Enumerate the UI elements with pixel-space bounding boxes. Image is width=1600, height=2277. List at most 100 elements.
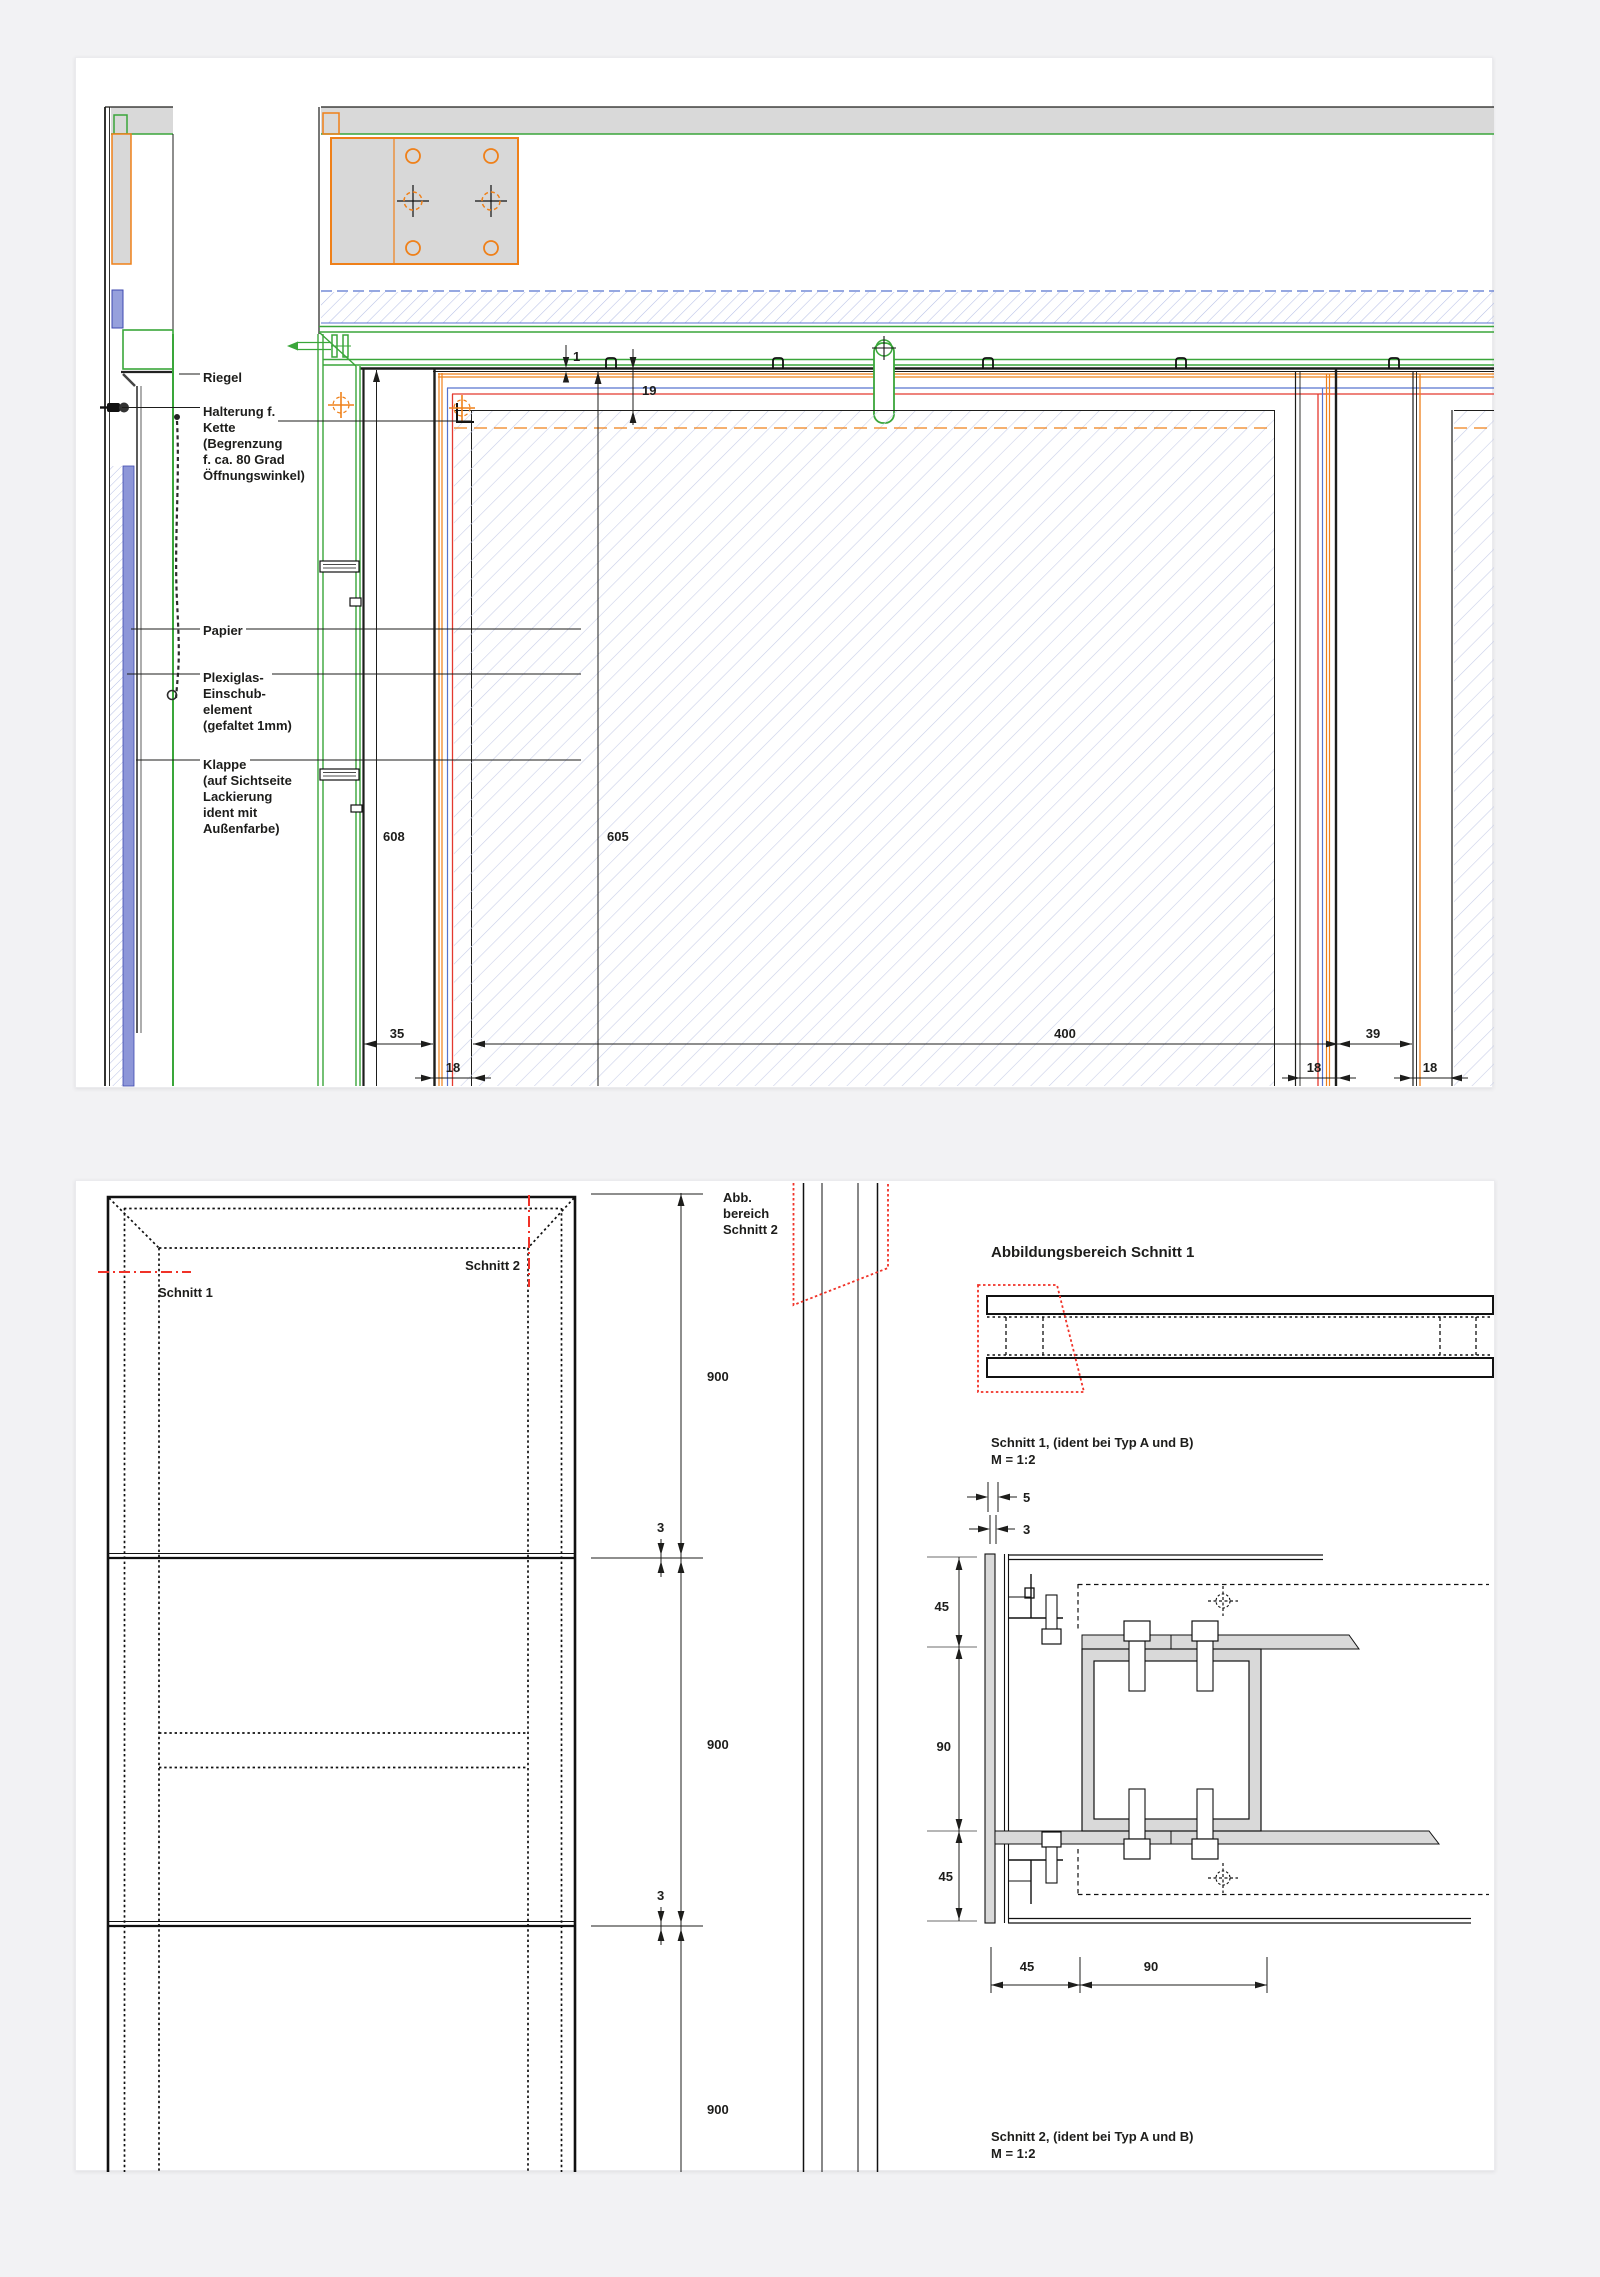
label-riegel: Riegel	[203, 370, 242, 385]
dim-90-bottom-chain: 90	[1144, 1959, 1158, 1974]
plate-hole	[405, 240, 421, 256]
label-klappe-5: Außenfarbe)	[203, 821, 280, 836]
left-wall-section	[100, 106, 180, 1087]
mullion-clips	[319, 560, 363, 813]
schnitt2-strip: Abb. bereich Schnitt 2	[723, 1183, 889, 2172]
schnitt1-area-outline	[977, 1284, 1086, 1393]
plexiglas-sheet	[122, 465, 135, 1087]
dim-3-cover: 3	[1023, 1522, 1030, 1537]
label-abbildungsbereich: Abbildungsbereich Schnitt 1	[991, 1244, 1194, 1261]
poster-area	[328, 392, 1274, 1086]
ceiling-gray-band-left	[111, 107, 173, 134]
chain-bracket	[456, 403, 474, 423]
elevation-dotted-frame	[108, 1197, 575, 2172]
flap-core-hatch	[110, 466, 123, 1086]
bolts	[1041, 1594, 1219, 1884]
label-halterung-2: Kette	[203, 420, 236, 435]
schnitt1-detail: 45 90 45	[927, 1553, 1489, 1993]
dim-45-bottom-chain: 45	[1020, 1959, 1034, 1974]
label-klappe-1: Klappe	[203, 757, 246, 772]
frame-left-member	[433, 368, 472, 1086]
label-schnitt2-scale: M = 1:2	[991, 2146, 1035, 2161]
gray-rail-bottom	[994, 1830, 1441, 1845]
label-halterung-5: Öffnungswinkel)	[203, 468, 305, 483]
plate-crosshair	[397, 185, 429, 217]
dim-18-mid: 18	[1307, 1060, 1321, 1075]
dim-35: 35	[390, 1026, 404, 1041]
ceiling-structure	[318, 106, 1494, 367]
dotted-crosshair	[1208, 1863, 1238, 1893]
insulation-band	[321, 290, 1494, 324]
label-halterung-3: (Begrenzung	[203, 436, 283, 451]
dim-19: 19	[642, 383, 656, 398]
outer-cover-profile	[984, 1553, 996, 1924]
label-plexiglas-1: Plexiglas-	[203, 670, 264, 685]
mullion-fastener-green	[287, 334, 351, 358]
label-klappe-4: ident mit	[203, 805, 258, 820]
chain	[174, 420, 180, 699]
dim-900-3: 900	[707, 2102, 729, 2117]
second-module	[1412, 371, 1494, 1086]
dashed-reference	[1077, 1583, 1489, 1896]
dimension-chain-vertical: 900 3 900 3 900	[591, 1193, 729, 2172]
dim-608: 608	[383, 829, 405, 844]
green-mitre-diagonal	[319, 332, 357, 367]
annotations: Riegel Halterung f. Kette (Begrenzung f.…	[122, 370, 581, 836]
dimensions-top: 1 19 608 605 35 400 39 18	[364, 345, 1468, 1086]
detail-bottom-dims: 45 90	[990, 1947, 1268, 1993]
panel-top-section-drawing: Riegel Halterung f. Kette (Begrenzung f.…	[75, 57, 1494, 1088]
hinge-green-box	[122, 329, 174, 370]
dim-45-top: 45	[935, 1599, 949, 1614]
label-klappe-3: Lackierung	[203, 789, 272, 804]
plan-bottom-bar	[986, 1357, 1494, 1378]
dim-5: 5	[1023, 1490, 1030, 1505]
label-plexiglas-4: (gefaltet 1mm)	[203, 718, 292, 733]
plan-strip: Abbildungsbereich Schnitt 1	[977, 1244, 1494, 1393]
label-plexiglas-2: Einschub-	[203, 686, 266, 701]
dim-3-1: 3	[657, 1520, 664, 1535]
dim-3-2: 3	[657, 1888, 664, 1903]
label-plexiglas-3: element	[203, 702, 253, 717]
label-schnitt1-scale: M = 1:2	[991, 1452, 1035, 1467]
top-drawing: Riegel Halterung f. Kette (Begrenzung f.…	[100, 106, 1494, 1087]
plate-crosshair	[475, 185, 507, 217]
schnitt2-area-outline	[792, 1183, 889, 1307]
label-abb-2: bereich	[723, 1206, 769, 1221]
schnitt1-caption: Schnitt 1, (ident bei Typ A und B) M = 1…	[967, 1435, 1193, 1544]
plate-hole	[405, 148, 421, 164]
dotted-crosshair	[1208, 1586, 1238, 1616]
frame-right-member	[1274, 368, 1338, 1086]
mullion-left	[287, 334, 365, 1086]
dim-900-1: 900	[707, 1369, 729, 1384]
bottom-drawing: Schnitt 1 Schnitt 2 900 3 900 3 900 Abb.…	[98, 1183, 1494, 2172]
fixing-crosshair-orange	[328, 392, 354, 418]
gray-rail-top	[1081, 1634, 1360, 1650]
dim-45-bottom: 45	[939, 1869, 953, 1884]
dim-400: 400	[1054, 1026, 1076, 1041]
label-schnitt1-marker: Schnitt 1	[158, 1285, 213, 1300]
frame-head	[323, 336, 1494, 424]
ceiling-mount-plate	[330, 137, 519, 265]
label-halterung-1: Halterung f.	[203, 404, 275, 419]
dim-18-right: 18	[1423, 1060, 1437, 1075]
schnitt2-caption: Schnitt 2, (ident bei Typ A und B) M = 1…	[991, 2129, 1193, 2161]
anchor-orange-box	[322, 112, 340, 135]
rail-clips	[605, 357, 1400, 369]
label-schnitt2-caption: Schnitt 2, (ident bei Typ A und B)	[991, 2129, 1193, 2144]
label-abb-3: Schnitt 2	[723, 1222, 778, 1237]
dim-90-left: 90	[937, 1739, 951, 1754]
dim-900-2: 900	[707, 1737, 729, 1752]
label-halterung-4: f. ca. 80 Grad	[203, 452, 285, 467]
module-joints	[108, 1553, 575, 1928]
label-klappe-2: (auf Sichtseite	[203, 773, 292, 788]
poster-hatch	[454, 411, 1274, 1086]
blue-infill-block	[111, 289, 124, 329]
small-clip	[1024, 1587, 1035, 1599]
plate-hole	[483, 148, 499, 164]
label-schnitt1-caption: Schnitt 1, (ident bei Typ A und B)	[991, 1435, 1193, 1450]
dim-18-left: 18	[446, 1060, 460, 1075]
dim-605: 605	[607, 829, 629, 844]
dim-1: 1	[573, 349, 580, 364]
joint-arrows	[657, 1543, 685, 1941]
ceiling-gray-band	[321, 107, 1494, 134]
